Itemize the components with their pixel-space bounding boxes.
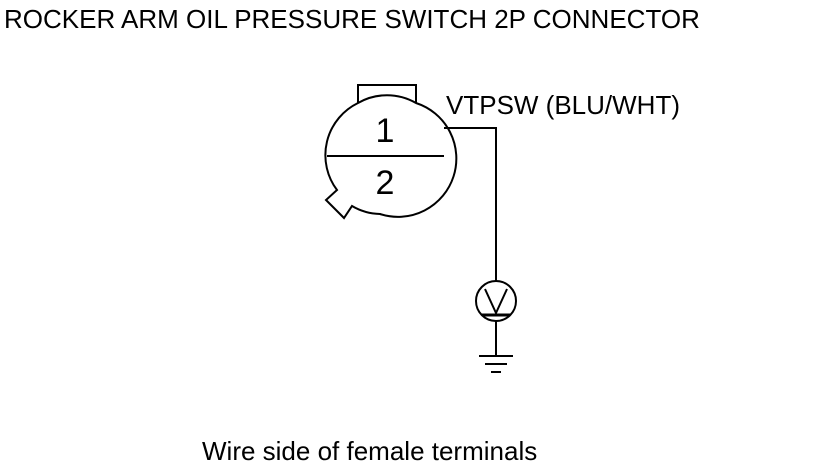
diagram-title: ROCKER ARM OIL PRESSURE SWITCH 2P CONNEC… — [4, 4, 700, 34]
ground-icon — [479, 321, 513, 373]
connector-outline — [324, 94, 458, 220]
pin-2-label: 2 — [376, 164, 395, 202]
wire-label: VTPSW (BLU/WHT) — [446, 90, 680, 120]
connector-tab — [357, 84, 417, 103]
diagram-caption: Wire side of female terminals — [202, 436, 538, 466]
pin-1-label: 1 — [376, 112, 395, 150]
connector-2p — [324, 84, 458, 220]
voltmeter-icon — [475, 280, 517, 322]
wire-vtpsw — [444, 127, 497, 281]
